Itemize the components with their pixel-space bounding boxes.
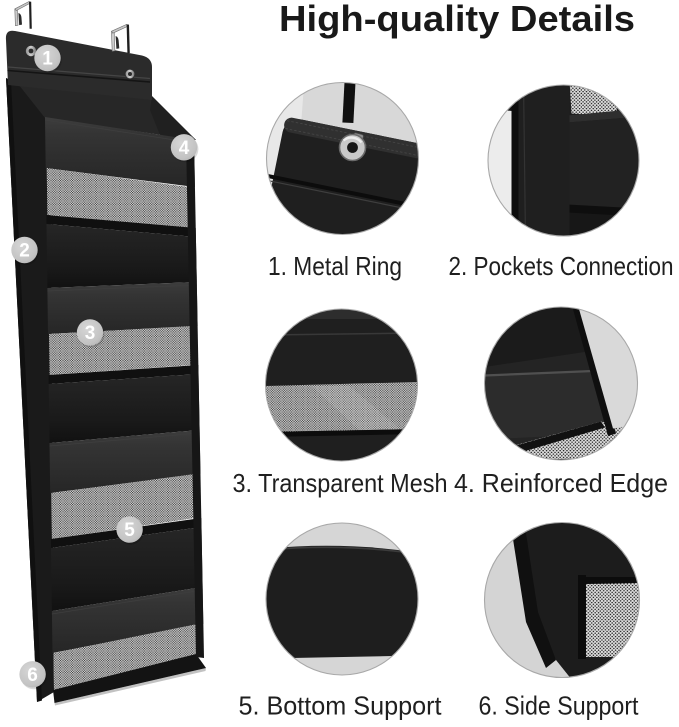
svg-text:4: 4: [179, 138, 190, 159]
svg-text:1: 1: [42, 49, 53, 70]
svg-text:5. Bottom Support: 5. Bottom Support: [239, 691, 443, 721]
svg-text:2: 2: [19, 241, 30, 262]
svg-text:1. Metal Ring: 1. Metal Ring: [268, 251, 402, 281]
svg-text:2. Pockets Connection: 2. Pockets Connection: [449, 251, 674, 281]
svg-text:6. Side Support: 6. Side Support: [479, 691, 640, 721]
svg-text:High-quality Details: High-quality Details: [279, 0, 635, 39]
svg-text:3. Transparent Mesh: 3. Transparent Mesh: [233, 468, 448, 498]
svg-text:3: 3: [85, 323, 96, 344]
svg-text:4. Reinforced Edge: 4. Reinforced Edge: [454, 468, 668, 498]
svg-text:6: 6: [27, 665, 38, 686]
svg-text:5: 5: [124, 520, 135, 541]
